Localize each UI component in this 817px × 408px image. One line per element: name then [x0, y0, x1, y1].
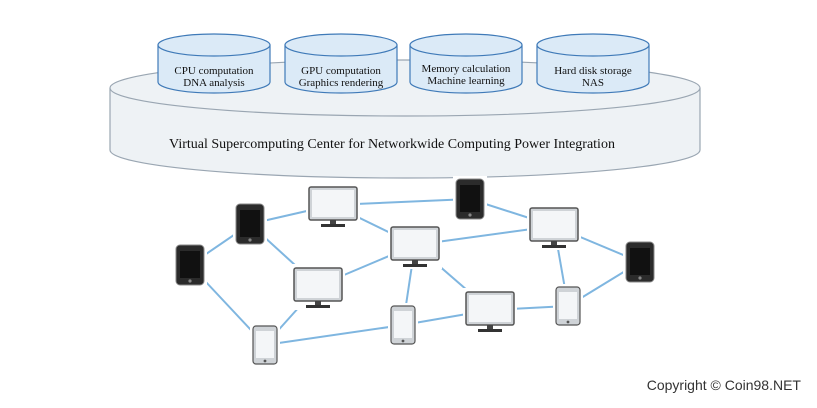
phone-icon [453, 176, 487, 222]
phone-icon [233, 201, 267, 247]
tablet-icon [553, 284, 583, 328]
gpu-computation-cylinder: GPU computation Graphics rendering [284, 33, 398, 94]
copyright-notice: Copyright © Coin98.NET [646, 377, 801, 393]
monitor-icon [463, 288, 517, 334]
cylinder-label-line1: Memory calculation [422, 63, 511, 75]
cylinder-label-line1: CPU computation [174, 65, 254, 77]
monitor-icon [291, 264, 345, 310]
monitor-icon [306, 183, 360, 229]
cylinder-label-line2: Machine learning [427, 75, 505, 87]
phone-icon [173, 242, 207, 288]
monitor-icon [388, 223, 442, 269]
devices [173, 176, 657, 367]
memory-calculation-cylinder: Memory calculation Machine learning [409, 33, 523, 94]
phone-icon [623, 239, 657, 285]
cylinder-label-line2: NAS [582, 77, 604, 89]
cylinder-label-line1: GPU computation [301, 65, 381, 77]
cylinder-label-line2: DNA analysis [183, 77, 244, 89]
tablet-icon [388, 303, 418, 347]
resource-cylinders: CPU computation DNA analysis GPU computa… [157, 33, 650, 94]
network-link [264, 324, 404, 346]
platform-label: Virtual Supercomputing Center for Networ… [169, 137, 615, 152]
tablet-icon [250, 323, 280, 367]
hard-disk-storage-cylinder: Hard disk storage NAS [536, 33, 650, 94]
cpu-computation-cylinder: CPU computation DNA analysis [157, 33, 271, 94]
monitor-icon [527, 204, 581, 250]
cylinder-label-line2: Graphics rendering [299, 77, 384, 89]
cylinder-label-line1: Hard disk storage [554, 65, 632, 77]
